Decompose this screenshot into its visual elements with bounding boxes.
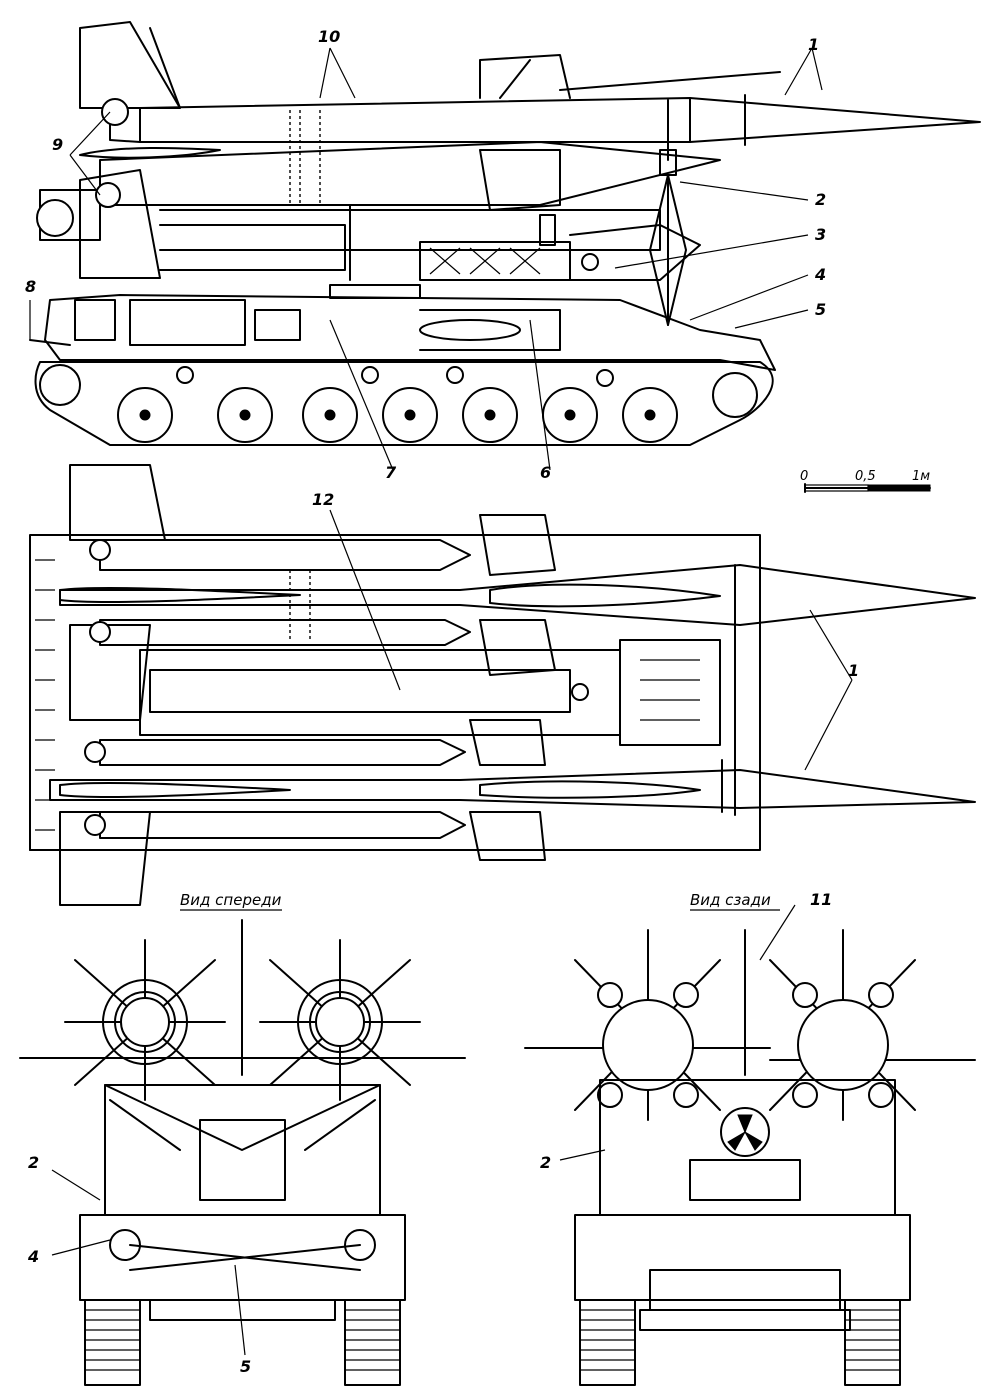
side-view (29, 21, 981, 446)
top-hull (29, 534, 761, 851)
callout-2-side: 2 (815, 190, 826, 209)
rear-missile-right (769, 929, 976, 1121)
callout-10: 10 (318, 27, 340, 46)
callout-5-side: 5 (815, 300, 826, 319)
side-track (34, 361, 774, 446)
top-missile-d (84, 719, 546, 766)
callout-7: 7 (385, 463, 397, 482)
leader-lines (29, 47, 853, 1356)
front-missile-left (64, 939, 226, 1101)
front-frame (104, 1084, 381, 1216)
callout-8: 8 (25, 277, 36, 296)
scale-label-half: 0,5 (855, 469, 876, 484)
top-view (29, 464, 976, 906)
callout-12: 12 (312, 490, 334, 509)
side-launcher-frame (159, 204, 701, 299)
top-center-rail (139, 639, 721, 746)
callout-4-side: 4 (814, 265, 826, 284)
front-missile-right (259, 939, 421, 1101)
top-missile-c (69, 619, 556, 721)
scale-bar (804, 483, 931, 493)
front-view (19, 919, 466, 1386)
scale-label-one: 1м (912, 469, 930, 484)
side-missile-upper (79, 21, 981, 146)
callout-11: 11 (810, 890, 832, 909)
callout-2-front: 2 (28, 1153, 39, 1172)
callout-6: 6 (540, 463, 551, 482)
top-missile-e (49, 769, 976, 809)
callout-3: 3 (815, 225, 826, 244)
callout-9: 9 (52, 135, 63, 154)
rear-tracks (579, 1299, 901, 1386)
rear-center-hub (689, 1107, 801, 1201)
front-hull (79, 1214, 406, 1321)
callout-5-front: 5 (240, 1357, 251, 1376)
callout-4-front: 4 (27, 1247, 39, 1266)
callout-2-rear: 2 (540, 1153, 551, 1172)
callout-1-top: 1 (848, 661, 859, 680)
top-missile-b (59, 564, 976, 640)
rear-view (524, 929, 976, 1386)
side-antenna-mast (649, 99, 687, 326)
front-tracks (84, 1299, 401, 1386)
side-missile-lower (36, 110, 721, 279)
top-missile-a (69, 464, 556, 576)
side-hull (29, 294, 776, 371)
rear-missile-left (524, 929, 771, 1121)
scale-label-zero: 0 (800, 469, 808, 484)
top-missile-f (59, 811, 546, 906)
callout-1-side: 1 (808, 35, 819, 54)
front-view-title: Вид спереди (180, 891, 282, 909)
rear-view-title: Вид сзади (690, 891, 771, 909)
